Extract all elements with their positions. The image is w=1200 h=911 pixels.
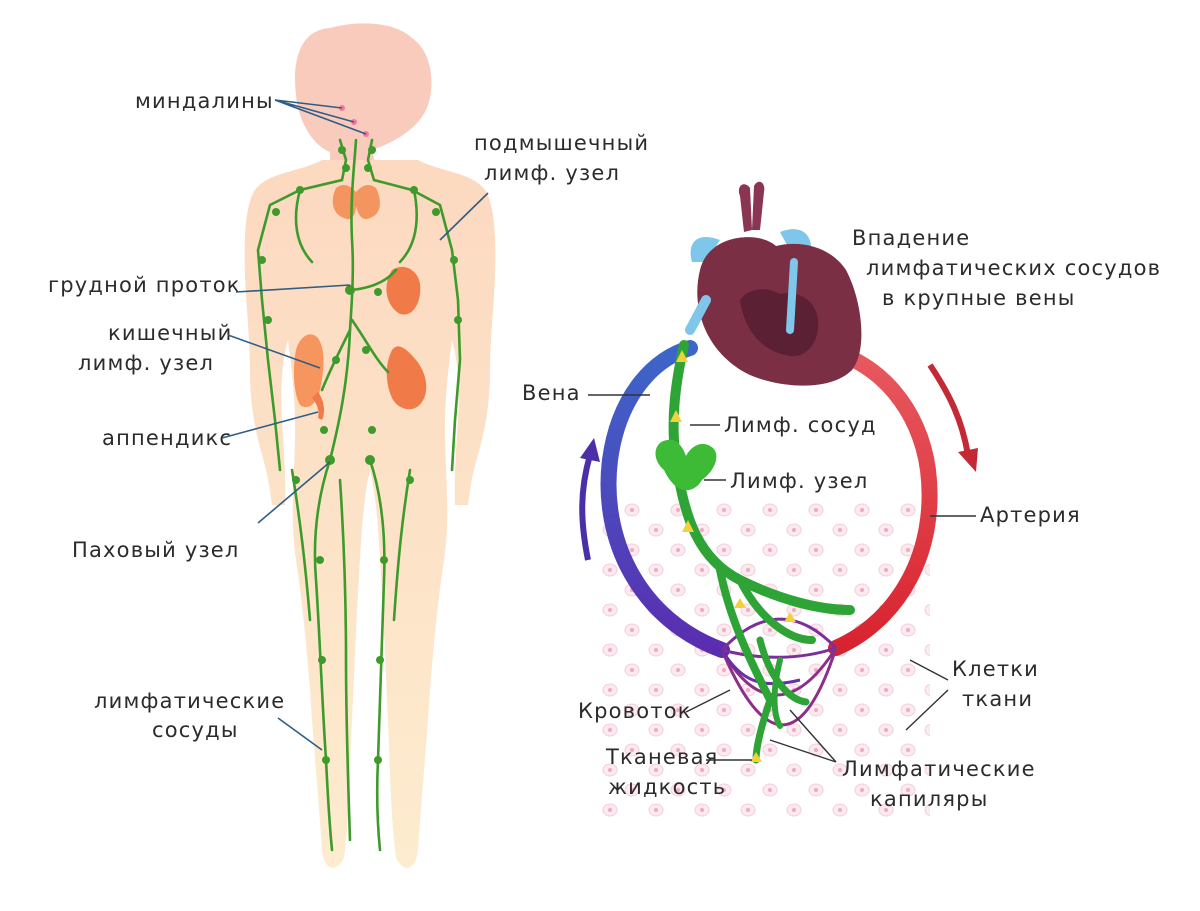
label-lymph-vessel: Лимф. сосуд (724, 413, 877, 437)
label-tonsils: миндалины (135, 89, 274, 113)
label-fluid-2: жидкость (608, 775, 726, 799)
label-capillaries-1: Лимфатические (842, 757, 1036, 781)
label-appendix: аппендикс (102, 426, 232, 450)
label-axillary-2: лимф. узел (484, 161, 620, 185)
label-inflow-2: лимфатических сосудов (866, 256, 1161, 280)
body-lymph-nodes (258, 146, 462, 764)
label-vein: Вена (522, 381, 581, 405)
label-vessels-2: сосуды (152, 718, 239, 742)
lymph-flow-arrows (670, 350, 796, 762)
heart-illustration (685, 181, 862, 386)
label-bloodflow: Кровоток (578, 699, 692, 723)
label-intestinal-1: кишечный (108, 321, 232, 345)
artery-flow-arrow (927, 363, 971, 456)
appendix-organ (312, 392, 325, 420)
label-thoracic-duct: грудной проток (48, 273, 241, 297)
head-silhouette (295, 23, 432, 169)
label-vessels-1: лимфатические (94, 689, 285, 713)
artery-vessel (812, 340, 938, 656)
label-tissue-cells-2: ткани (962, 687, 1033, 711)
stomach-organ (386, 346, 427, 410)
label-intestinal-2: лимф. узел (78, 351, 214, 375)
thymus-organ (332, 185, 380, 220)
label-inguinal: Паховый узел (72, 538, 240, 562)
label-lymph-node: Лимф. узел (730, 469, 869, 493)
label-capillaries-2: капиляры (870, 787, 989, 811)
body-silhouette (244, 160, 496, 868)
vein-flow-arrow (579, 454, 593, 561)
organs (293, 185, 427, 420)
spleen-organ (386, 266, 421, 315)
vein-vessel (600, 340, 730, 658)
label-axillary-1: подмышечный (474, 131, 649, 155)
label-inflow-3: в крупные вены (882, 286, 1076, 310)
label-artery: Артерия (980, 503, 1081, 527)
label-inflow-1: Впадение (852, 226, 970, 250)
intestine-organ (293, 334, 324, 408)
label-fluid-1: Тканевая (605, 745, 719, 769)
label-tissue-cells-1: Клетки (952, 657, 1039, 681)
lymph-node-shape (655, 439, 717, 491)
